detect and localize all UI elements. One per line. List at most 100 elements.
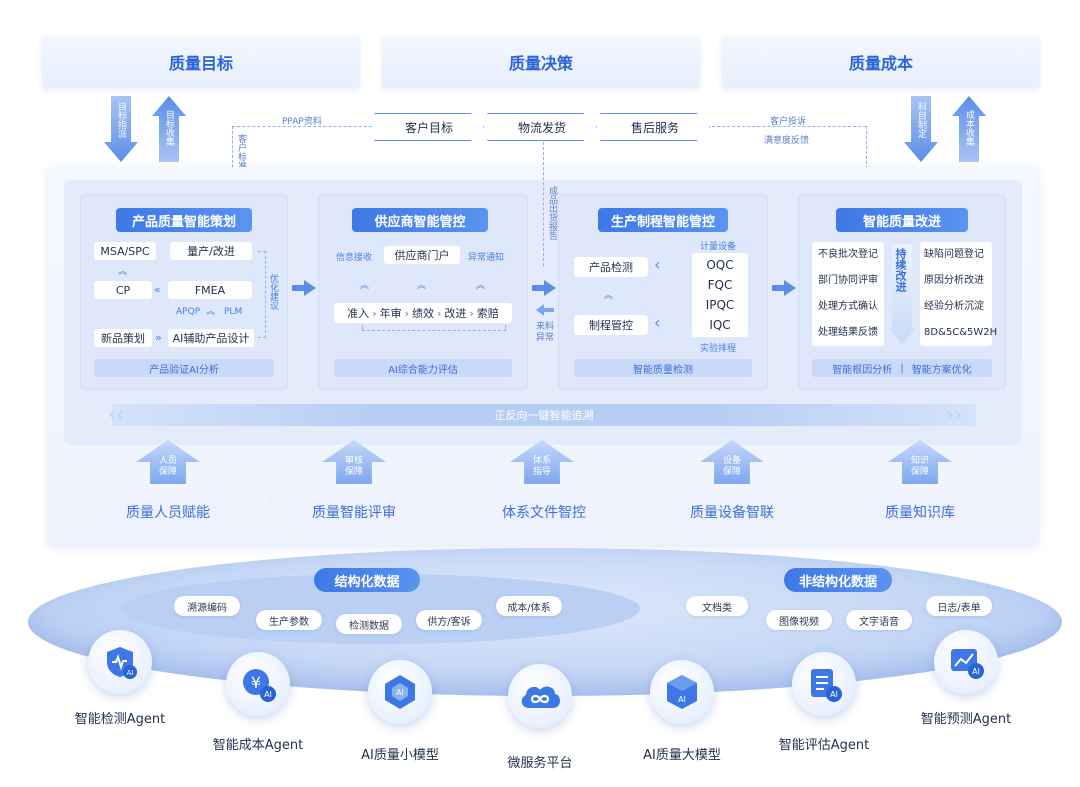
right-arrow-icon [772,280,796,296]
support-arrow: 设备保障 [700,440,764,484]
chevron-icon: › [469,306,474,320]
abnormal-notify-label: 异常通知 [468,253,505,263]
yuan-ai-icon: ¥AI [226,652,290,716]
chain-step: 准入 [347,307,370,320]
ai-design-box: AI辅助产品设计 [168,329,254,347]
panel-title: 供应商智能管控 [352,208,488,232]
info-receive-label: 信息接收 [336,253,373,263]
flow-line [866,126,867,184]
list-item: 不良批次登记 [818,249,878,260]
optimize-label: 优化建议 [268,274,278,310]
support-arrow: 知识保障 [888,440,952,484]
data-tag: 成本/体系 [496,596,562,616]
svg-text:AI: AI [830,690,838,699]
svg-text:AI: AI [264,690,272,699]
up-chevron-icon: ︽ [360,281,370,291]
quality-decision-box: 质量决策 [382,36,700,88]
list-item: 部门协同评审 [818,275,878,286]
panel-footer: 智能质量检测 [574,359,752,377]
qc-item: OQC [706,258,734,272]
checklist-ai-icon: AI [792,652,856,716]
data-tag: 文字语音 [846,610,912,630]
quality-goal-label: 质量目标 [168,54,233,73]
data-tag: 生产参数 [256,610,322,630]
chain-step: 绩效 [412,307,434,320]
chart-ai-icon: AI [934,630,998,694]
complaint-label: 客户投诉 [770,117,807,127]
flow-step-after-sales: 售后服务 [600,113,710,141]
left-chevron-icon: ‹ [654,255,661,274]
support-bar: 质量智能评审 [268,494,440,530]
qc-item: IQC [709,318,731,332]
material-abnormal-label: 来料异常 [535,322,554,343]
chain-step: 改进 [444,307,467,320]
left-chevron-icon: « [154,283,161,296]
support-arrow-label: 审核保障 [344,456,363,477]
support-arrow: 审核保障 [322,440,386,484]
data-tag: 图像视频 [766,610,832,630]
left-arrow-icon [536,304,554,316]
panel-footer: AI综合能力评估 [334,359,512,377]
data-tag: 供方/客诉 [416,610,482,630]
support-bar: 质量人员赋能 [80,494,256,530]
chain-step: 年审 [379,307,402,320]
process-control-box: 制程管控 [574,315,648,335]
flow-step-logistics: 物流发货 [487,113,597,141]
svg-text:¥: ¥ [251,673,261,692]
continuous-improve-label: 持续改进 [894,248,907,292]
right-arrow-icon [292,280,316,296]
flow-line [543,142,544,266]
right-chevron-icon: » [155,331,162,344]
goal-collect-label: 目标收集 [164,110,174,146]
flow-step-label: 售后服务 [630,120,679,135]
agent-label: 微服务平台 [507,756,573,771]
agent-label: 智能成本Agent [212,738,304,753]
new-product-box: 新品策划 [94,329,152,347]
svg-text:AI: AI [127,669,134,677]
data-tag: 溯源编码 [174,596,240,616]
data-tag: 日志/表单 [926,596,992,616]
flow-line [712,126,866,127]
supplier-chain-box: 准入› 年审› 绩效› 改进› 索赔 [334,303,512,323]
svg-text:AI: AI [972,667,980,676]
qc-item: FQC [707,278,733,292]
quality-decision-label: 质量决策 [508,54,573,73]
apqp-label: APQP [176,307,201,317]
qc-list-box: OQC FQC IPQC IQC [692,253,748,337]
chevron-icon: › [437,306,442,320]
cp-box: CP [94,281,152,299]
quality-cost-box: 质量成本 [722,36,1040,88]
list-item: 处理方式确认 [818,301,878,312]
left-chevron-icon: ‹ [654,313,661,332]
satisfaction-label: 满意度反馈 [764,136,810,146]
supplier-portal-box: 供应商门户 [384,246,460,264]
support-arrow: 人员保障 [136,440,200,484]
ppap-label: PPAP资料 [282,117,322,127]
chain-step: 索赔 [476,307,499,320]
infinity-cloud-icon [508,664,572,728]
up-chevron-icon: ︽ [604,291,614,301]
fmea-box: FMEA [168,281,252,299]
support-arrow: 体系指导 [510,440,574,484]
msa-spc-box: MSA/SPC [94,242,156,260]
unstructured-data-title: 非结构化数据 [784,568,892,592]
loop-line [362,325,506,331]
agent-label: AI质量大模型 [643,748,721,763]
structured-data-title: 结构化数据 [314,568,420,592]
customer-standard-label: 客户标准 [236,134,246,170]
support-arrow-label: 知识保障 [910,456,929,477]
panel-title: 生产制程智能管控 [598,208,728,232]
panel-title: 智能质量改进 [836,208,968,232]
support-arrow-label: 人员保障 [158,456,177,477]
list-item: 经验分析沉淀 [924,301,984,312]
down-arrow-icon [104,96,138,162]
improve-left-list: 不良批次登记 部门协同评审 处理方式确认 处理结果反馈 [812,242,884,346]
continuous-improve-arrow-icon [888,244,916,344]
footer-item: 智能根因分析 [832,364,893,376]
plm-label: PLM [224,307,243,317]
quality-goal-box: 质量目标 [42,36,360,88]
agent-label: 智能检测Agent [74,712,166,727]
agent-label: 智能预测Agent [920,712,1012,727]
equipment-label: 计量设备 [700,242,737,252]
product-inspect-box: 产品检测 [574,257,648,277]
